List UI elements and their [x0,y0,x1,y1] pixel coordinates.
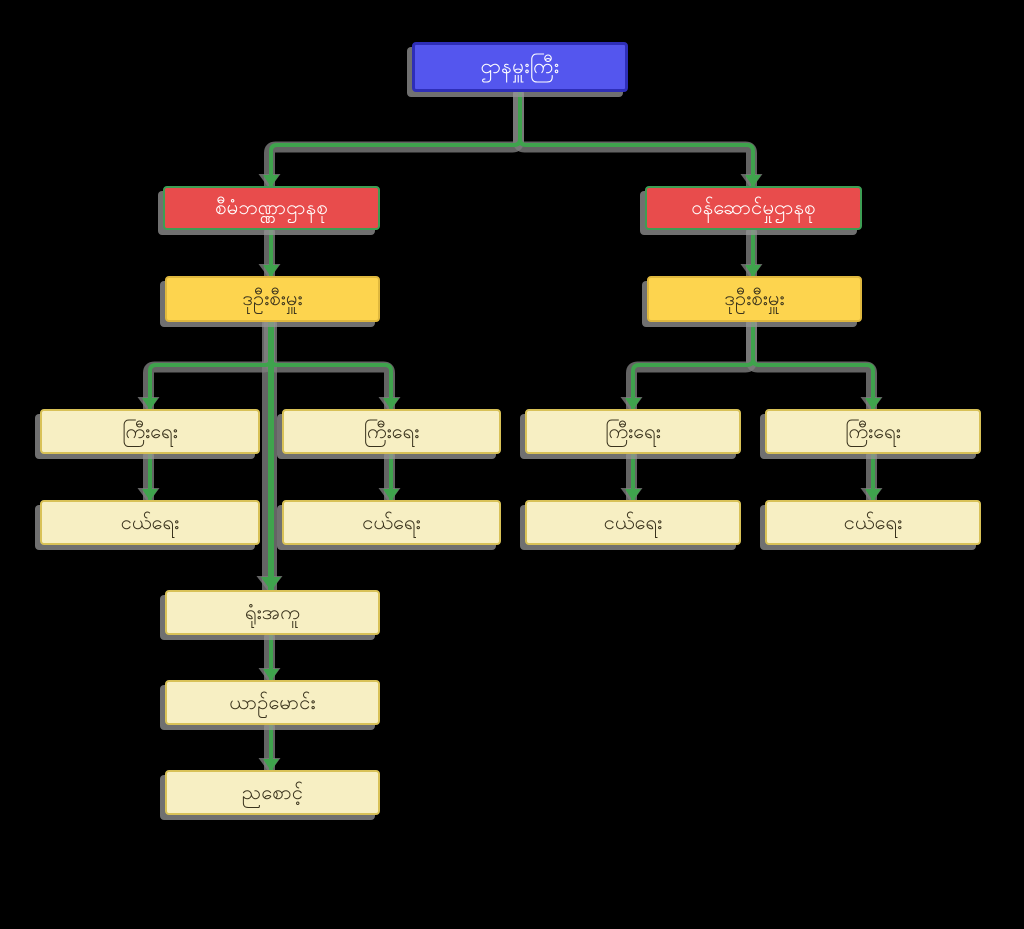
edge-halo [264,318,395,417]
arrowhead-icon [865,489,881,501]
arrowhead-icon [745,265,761,277]
arrowhead-icon [263,175,279,187]
node-dept-admin-finance: စီမံဘဏ္ဏာဌာနစု [163,186,380,230]
node-label: ဌာနမှူးကြီး [480,55,560,79]
node-senior-clerk-4: ကြီးရေး [765,409,981,454]
arrowhead-icon [261,577,281,591]
edge-deputy-officer-1-to-senior-clerk-1 [148,320,273,411]
arrowhead-icon [625,398,641,410]
arrowhead-icon [263,669,279,681]
edge-halo [626,318,757,417]
node-label: ငယ်ရေး [843,511,903,534]
node-label: ကြီးရေး [845,420,901,443]
node-senior-clerk-3: ကြီးရေး [525,409,741,454]
edge-halo [513,88,757,194]
edge-halo [264,88,524,194]
node-label: ငယ်ရေး [603,511,663,534]
node-label: ဒုဦးစီးမှူး [724,288,785,310]
edge-deputy-officer-2-to-senior-clerk-4 [751,320,875,411]
node-label: ရုံးအကူ [244,601,301,624]
arrowhead-icon [263,759,279,771]
arrowhead-icon [263,265,279,277]
node-label: ကြီးရေး [605,420,661,443]
edge-head-of-department-to-dept-services [518,90,755,188]
arrowhead-icon [745,175,761,187]
arrowhead-icon [383,489,399,501]
arrowhead-icon [625,489,641,501]
node-label: ငယ်ရေး [362,511,421,534]
node-label: ညစောင့် [241,781,304,804]
arrowhead-icon [865,398,881,410]
node-night-watchman: ညစောင့် [165,770,380,815]
node-deputy-officer-1: ဒုဦးစီးမှူး [165,276,380,322]
node-deputy-officer-2: ဒုဦးစီးမှူး [647,276,862,322]
node-dept-services: ဝန်ဆောင်မှုဌာနစု [645,186,862,230]
node-label: ဒုဦးစီးမှူး [242,288,303,310]
node-label: ငယ်ရေး [120,511,180,534]
node-driver: ယာဥ်မောင်း [165,680,380,725]
edge-head-of-department-to-dept-admin-finance [269,90,522,188]
node-senior-clerk-1: ကြီးရေး [40,409,260,454]
node-junior-clerk-2: ငယ်ရေး [282,500,501,545]
edge-deputy-officer-2-to-senior-clerk-3 [631,320,755,411]
arrowhead-icon [383,398,399,410]
node-label: ကြီးရေး [122,420,178,443]
arrowhead-icon [142,489,158,501]
node-label: ဝန်ဆောင်မှုဌာနစု [691,197,816,219]
node-junior-clerk-3: ငယ်ရေး [525,500,741,545]
edge-halo [143,318,275,417]
node-label: ယာဥ်မောင်း [229,691,316,714]
arrowhead-icon [142,398,158,410]
edge-deputy-officer-1-to-senior-clerk-2 [269,320,393,411]
node-head-of-department: ဌာနမှူးကြီး [412,42,628,92]
node-office-helper: ရုံးအကူ [165,590,380,635]
node-junior-clerk-1: ငယ်ရေး [40,500,260,545]
node-label: ကြီးရေး [363,420,420,443]
node-junior-clerk-4: ငယ်ရေး [765,500,981,545]
node-senior-clerk-2: ကြီးရေး [282,409,501,454]
node-label: စီမံဘဏ္ဏာဌာနစု [215,197,328,219]
edge-halo [746,318,877,417]
